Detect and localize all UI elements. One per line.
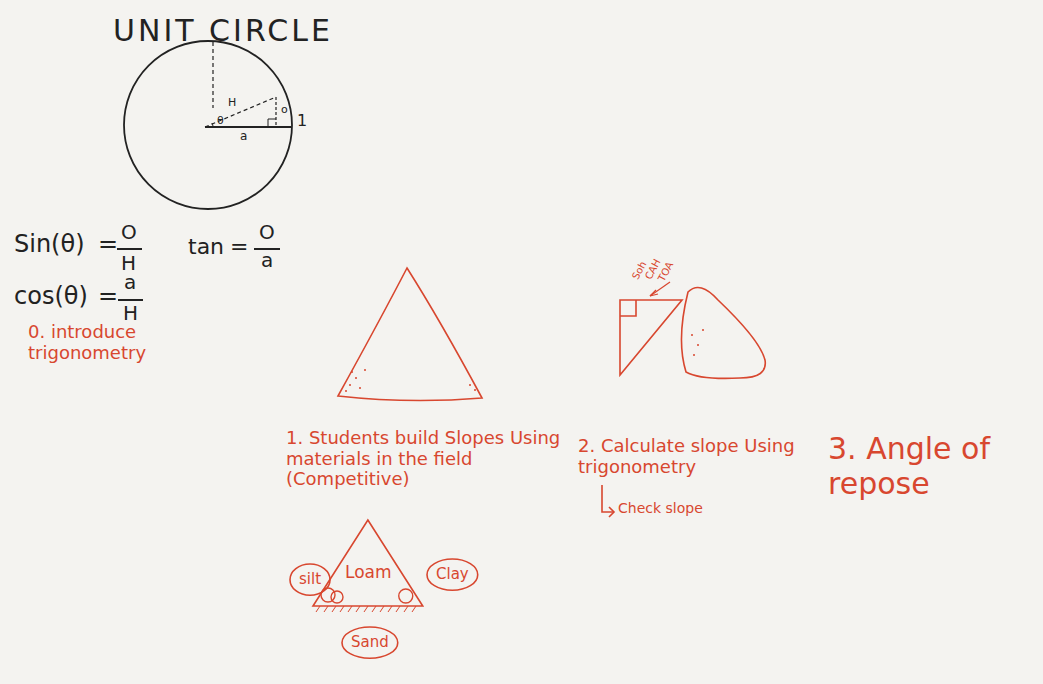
node-text: Clay (436, 566, 469, 583)
step-note: 2. Calculate slope Using trigonometry (578, 436, 798, 477)
ground-hatch (332, 606, 336, 612)
ground-hatch (356, 606, 360, 612)
slope-pile (338, 268, 482, 401)
step-note: 1. Students build Slopes Using materials… (286, 428, 561, 490)
ground-hatch (404, 606, 408, 612)
ground-hatch (412, 606, 416, 612)
side-label: a (240, 130, 247, 144)
soil-oval: Clay (426, 558, 479, 591)
right-triangle-sketch (620, 282, 765, 378)
angle-label: θ (217, 115, 224, 128)
check-arrow (602, 485, 614, 517)
ground-hatch (396, 606, 400, 612)
step-note: 0. introduce trigonometry (28, 322, 168, 363)
formula-text: = (98, 231, 118, 259)
ground-hatch (380, 606, 384, 612)
side-label: o (281, 104, 288, 117)
node-text: Sand (351, 634, 389, 651)
ground-hatch (324, 606, 328, 612)
node-shape (427, 559, 478, 590)
formula-text: a (124, 271, 136, 294)
ground-hatch (388, 606, 392, 612)
ground-hatch (348, 606, 352, 612)
soil-oval: silt (289, 563, 331, 596)
formula-text: tan (188, 234, 224, 259)
formula-text: O (121, 221, 137, 244)
grain-circle (321, 588, 335, 602)
node-text: silt (299, 571, 321, 588)
node-shape (313, 520, 423, 606)
step-note: 3. Angle of repose (828, 432, 1003, 501)
soil-triangle: Loam (312, 519, 424, 607)
grain-circle (331, 591, 343, 603)
formula-text: Sin(θ) (14, 231, 85, 259)
formula-text: = (230, 234, 248, 259)
node-shape (290, 564, 330, 595)
board-title: UNIT CIRCLE (113, 14, 333, 49)
ground-hatch (372, 606, 376, 612)
side-label: H (228, 97, 236, 110)
step-note: Check slope (618, 500, 703, 516)
formula-text: cos(θ) (14, 283, 88, 311)
grain-circle (399, 589, 413, 603)
soil-oval: Sand (341, 626, 399, 659)
formula-text: a (261, 249, 273, 272)
ground-hatch (340, 606, 344, 612)
ground-hatch (364, 606, 368, 612)
node-shape (342, 627, 398, 658)
node-text: Loam (345, 563, 392, 583)
formula-text: = (98, 283, 118, 311)
radius-label: 1 (297, 112, 307, 130)
unit-circle (124, 41, 292, 209)
ground-hatch (316, 606, 320, 612)
formula-text: O (259, 221, 275, 244)
